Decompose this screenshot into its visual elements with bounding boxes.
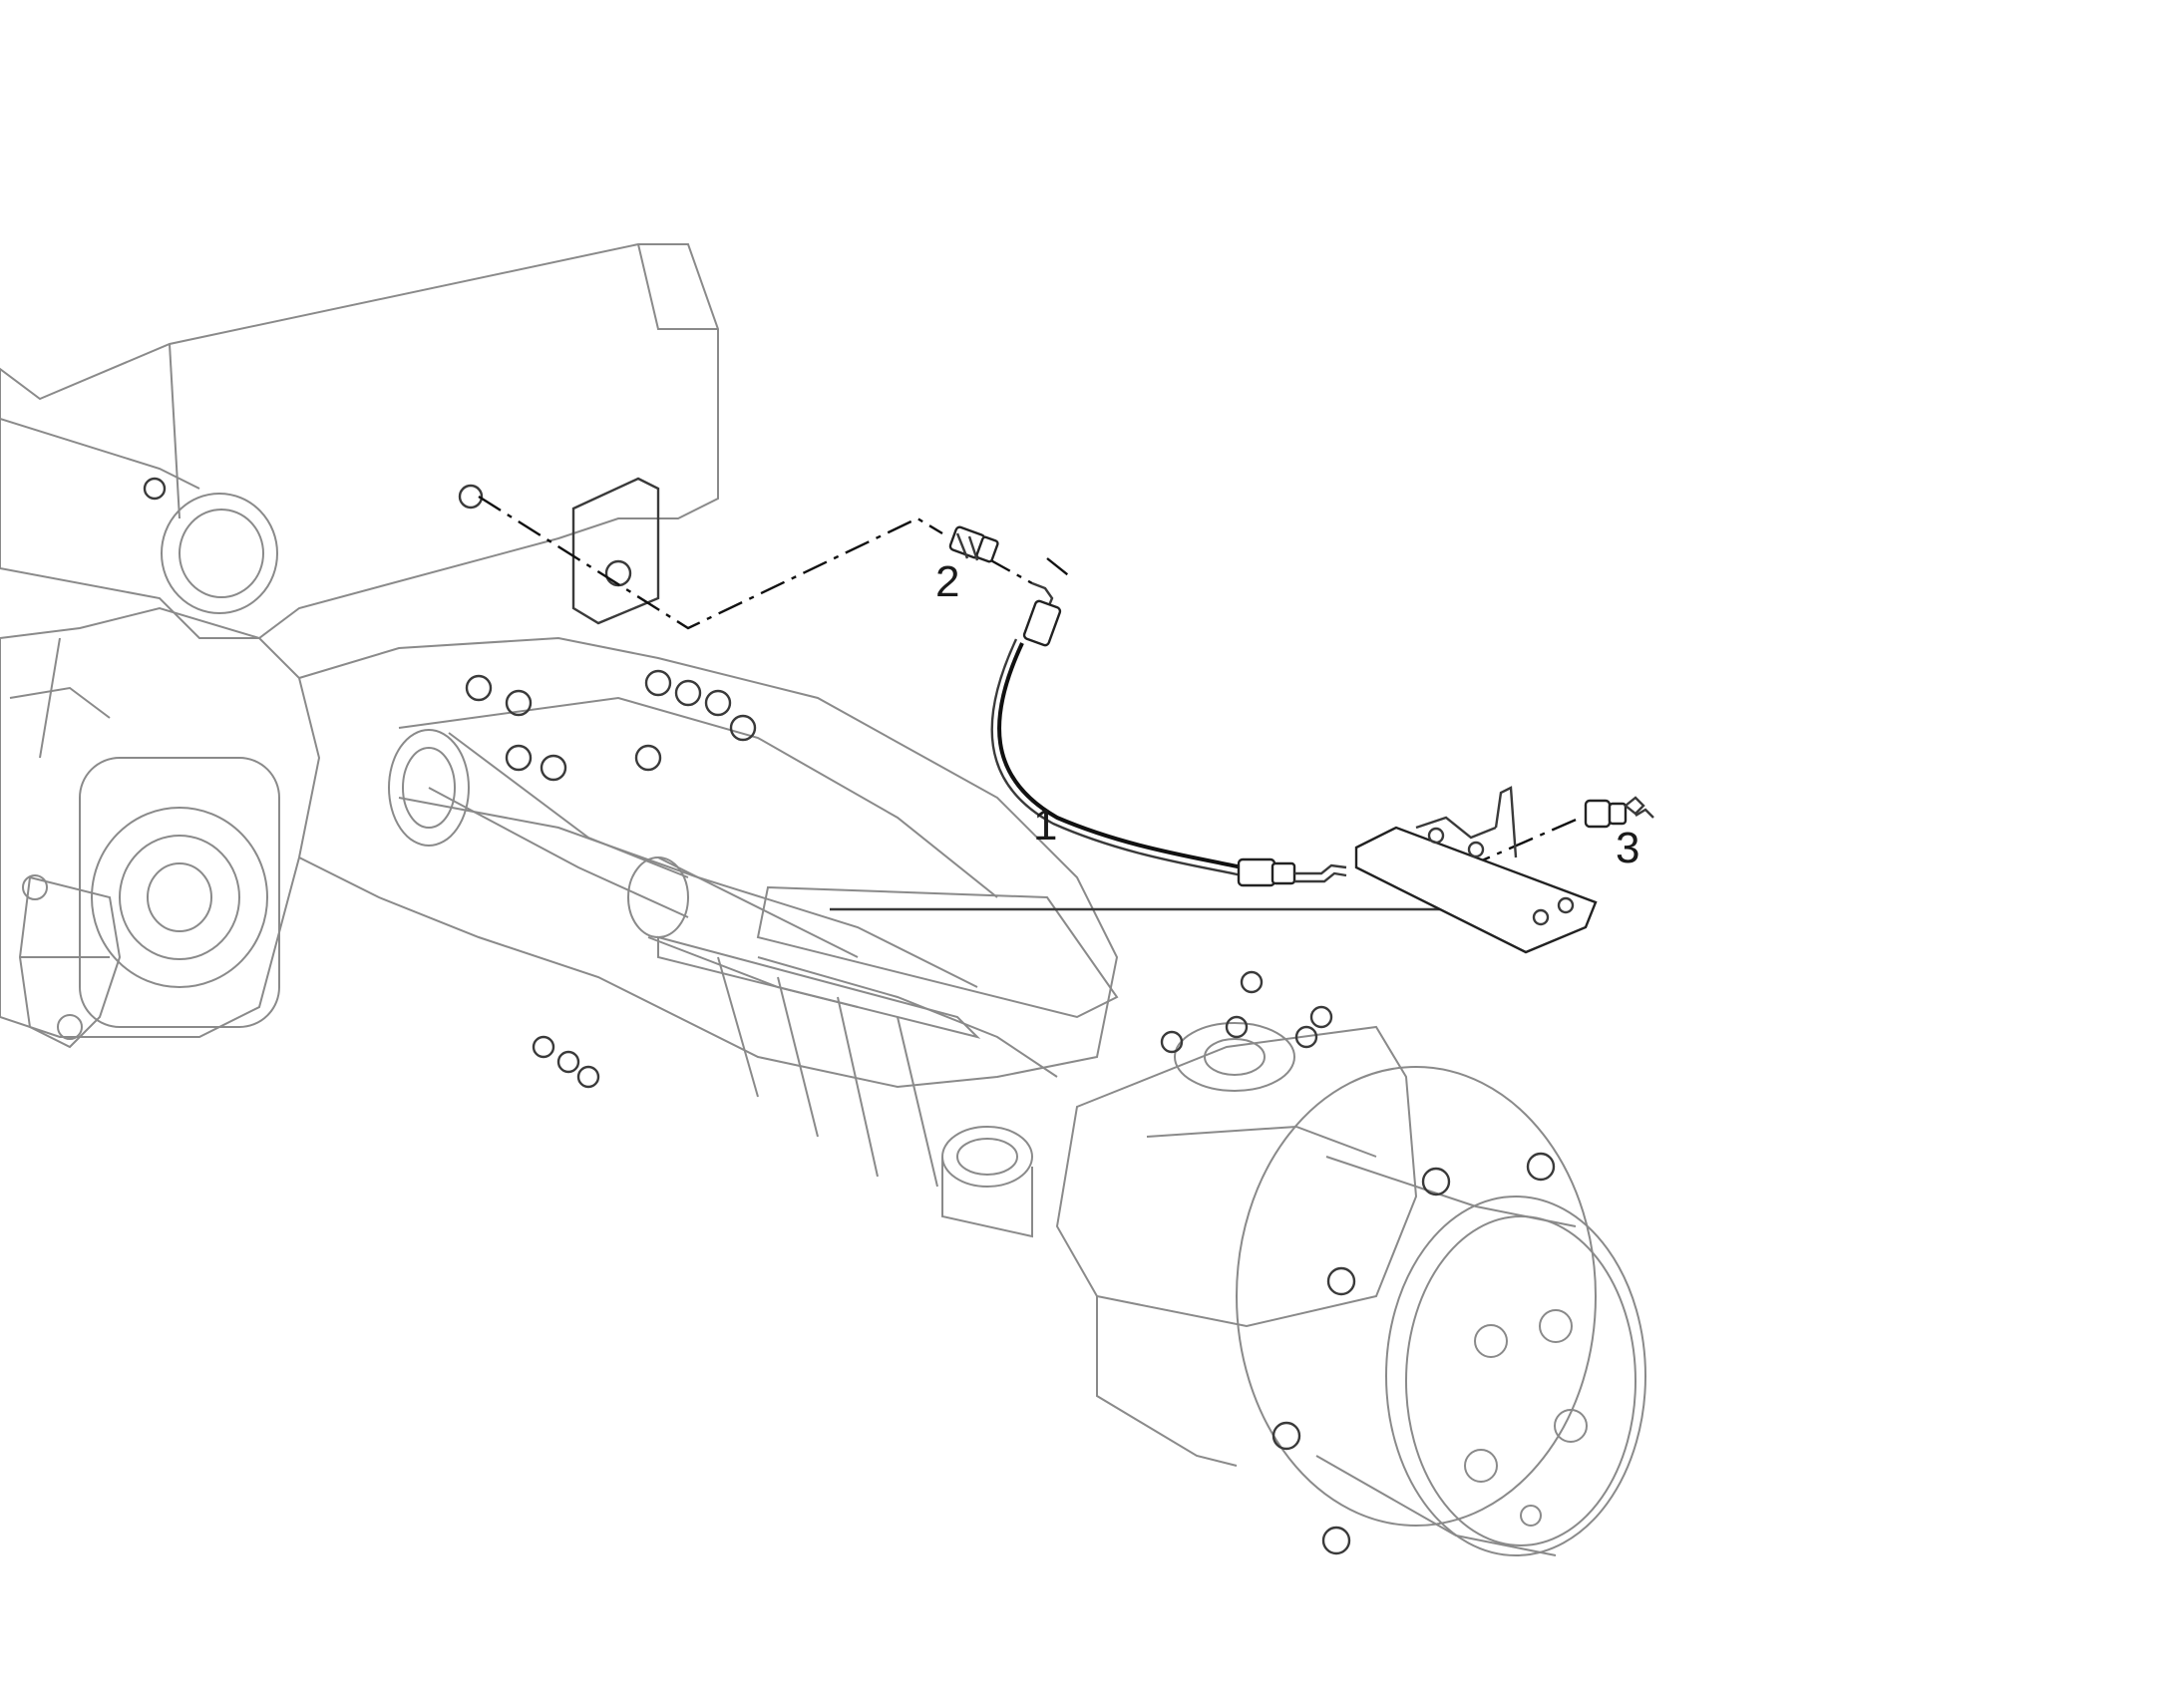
part-1-brake-hose	[990, 581, 1347, 887]
part-2-adapter-fitting	[948, 525, 999, 563]
part-2-dash-hose	[986, 556, 1033, 585]
part-3-assembly-line-b	[1465, 816, 1582, 869]
callout-2: 2	[935, 557, 959, 606]
callout-1: 1	[1033, 801, 1057, 850]
part-2-assembly-line	[478, 495, 943, 630]
front-axle-housing	[0, 243, 1646, 1556]
assembly-lines	[478, 495, 1582, 911]
part-3-assembly-line	[1046, 557, 1073, 579]
hose-bracket-plate	[1354, 786, 1598, 954]
part-3-union-fitting	[1584, 796, 1654, 829]
callout-3: 3	[1616, 824, 1639, 872]
